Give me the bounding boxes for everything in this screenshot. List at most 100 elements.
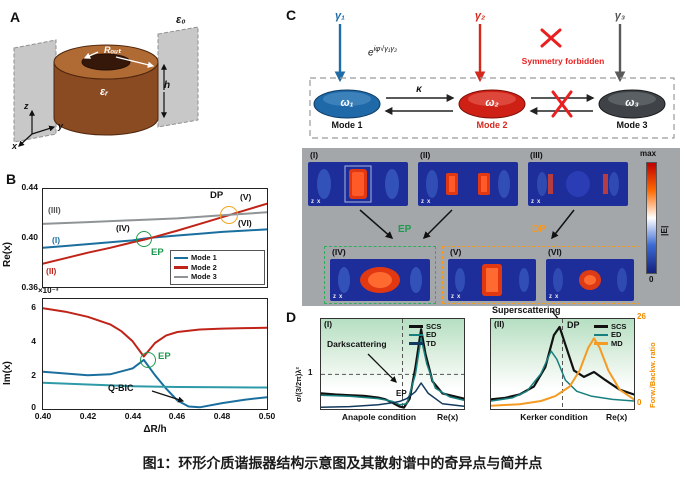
legend-row: Mode 3 (174, 273, 261, 281)
ytick: 4 (31, 336, 36, 346)
xtick: 0.42 (79, 411, 97, 421)
subplot1-tag: (I) (324, 319, 333, 329)
field-axis-z: z (451, 294, 454, 300)
mode3-ellipse (598, 89, 666, 119)
darkscattering-label: Darkscattering (327, 339, 387, 349)
panel-b-label: B (6, 171, 17, 187)
kappa-label: κ (416, 84, 422, 95)
mode3-legend-label: Mode 3 (191, 272, 217, 282)
cut-plane-left (13, 39, 57, 143)
ytick-one: 1 (308, 368, 313, 377)
omega3-label: ω₃ (625, 97, 639, 109)
scs-legend-label: SCS (426, 321, 442, 331)
symmetry-forbidden-label: Symmetry forbidden (521, 56, 605, 66)
td-swatch (409, 342, 423, 345)
dp-flow-label: DP (532, 224, 546, 235)
x-axis-title: ΔR/h (143, 424, 167, 435)
superscattering-label: Superscattering (492, 305, 561, 315)
xtick: 0.48 (213, 411, 231, 421)
ytick: 0.44 (21, 182, 38, 192)
anapole-condition-label: Anapole condition (341, 412, 417, 422)
field-axis-z: z (333, 294, 336, 300)
qbic-annotation: Q-BIC (108, 383, 134, 393)
field-label-iii: (III) (530, 150, 543, 160)
field-label-v: (V) (450, 247, 462, 257)
field-label-vi: (VI) (548, 247, 562, 257)
ytick: 0.40 (21, 232, 38, 242)
xtick: 0.44 (124, 411, 142, 421)
legend-row: SCS (594, 323, 634, 331)
ytick: 0.36 (21, 282, 38, 292)
qbic-arrow (151, 390, 185, 403)
coupling-base: e (368, 47, 374, 59)
legend-row: ED (594, 331, 634, 339)
eps0-label: ε₀ (176, 14, 186, 26)
panel-a-label: A (10, 9, 21, 25)
field-axis-x: x (555, 294, 559, 300)
z-axis-label: z (24, 101, 29, 111)
xtick: 0.50 (258, 411, 276, 421)
figure-caption: 图1：环形介质谐振器结构示意图及其散射谱中的奇异点与简并点 (142, 455, 543, 471)
field-axis-z: z (549, 294, 552, 300)
legend-row: MD (594, 340, 634, 348)
mark-iv: (IV) (116, 223, 130, 233)
mode1-legend-label: Mode 1 (191, 253, 217, 263)
panel-c-label: C (286, 7, 297, 23)
omega2-label: ω₂ (485, 97, 499, 109)
mark-vi: (VI) (238, 218, 252, 228)
field-axis-x: x (339, 294, 343, 300)
dp-annotation: DP (210, 190, 224, 201)
xtick: 0.46 (168, 411, 186, 421)
xtick: 0.40 (34, 411, 52, 421)
colorbar (646, 162, 657, 274)
omega1-label: ω₁ (340, 97, 354, 109)
ep-circle-bottom (140, 352, 156, 368)
ed-swatch (409, 333, 423, 337)
mark-iii: (III) (48, 205, 61, 215)
gamma2-label: γ₂ (474, 10, 486, 22)
dp-circle-top (220, 206, 238, 224)
legend-row: TD (409, 340, 459, 348)
right-axis-bottom-tick: 0 (637, 398, 642, 407)
legend-row: SCS (409, 323, 459, 331)
dp-dashed-box (442, 246, 640, 304)
scs-swatch (594, 325, 608, 328)
field-axis-x: x (317, 199, 321, 205)
coupled-mode-diagram (309, 24, 675, 139)
mode2-label: Mode 2 (476, 120, 508, 130)
coupling-phase-term: eiφ√γ₁γ₂ (368, 44, 397, 58)
r-out-arrow (115, 56, 155, 68)
mode1-highlight (323, 92, 371, 106)
rex-axis-label-1: Re(x) (437, 412, 459, 422)
field-label-ii: (II) (420, 150, 431, 160)
ring-resonator-3d (13, 26, 199, 147)
forbidden-cross-icon (551, 90, 573, 118)
mark-v: (V) (240, 192, 252, 202)
y-axis-label: y (58, 121, 64, 131)
mode2-highlight (468, 92, 516, 106)
kerker-condition-label: Kerker condition (520, 412, 588, 422)
modes-dashed-box (309, 77, 675, 139)
mode1-label: Mode 1 (331, 120, 363, 130)
ed-legend-label: ED (426, 330, 437, 340)
ytick: 0 (31, 402, 36, 412)
mode-legend: Mode 1 Mode 2 Mode 3 (170, 250, 265, 285)
field-axis-z: z (311, 199, 314, 205)
ratio-axis-label: Forw./Backw. ratio (648, 342, 657, 408)
scs-legend-label: SCS (611, 321, 627, 331)
field-axis-z: z (421, 199, 424, 205)
mode1-ellipse (313, 89, 381, 119)
field-axis-x: x (457, 294, 461, 300)
im-axis-label: Im(x) (2, 361, 13, 385)
gamma1-label: γ₁ (335, 10, 345, 22)
scs-swatch (409, 325, 423, 328)
ed-swatch (594, 333, 608, 337)
ed-legend-label: ED (611, 330, 622, 340)
ytick: 6 (31, 302, 36, 312)
